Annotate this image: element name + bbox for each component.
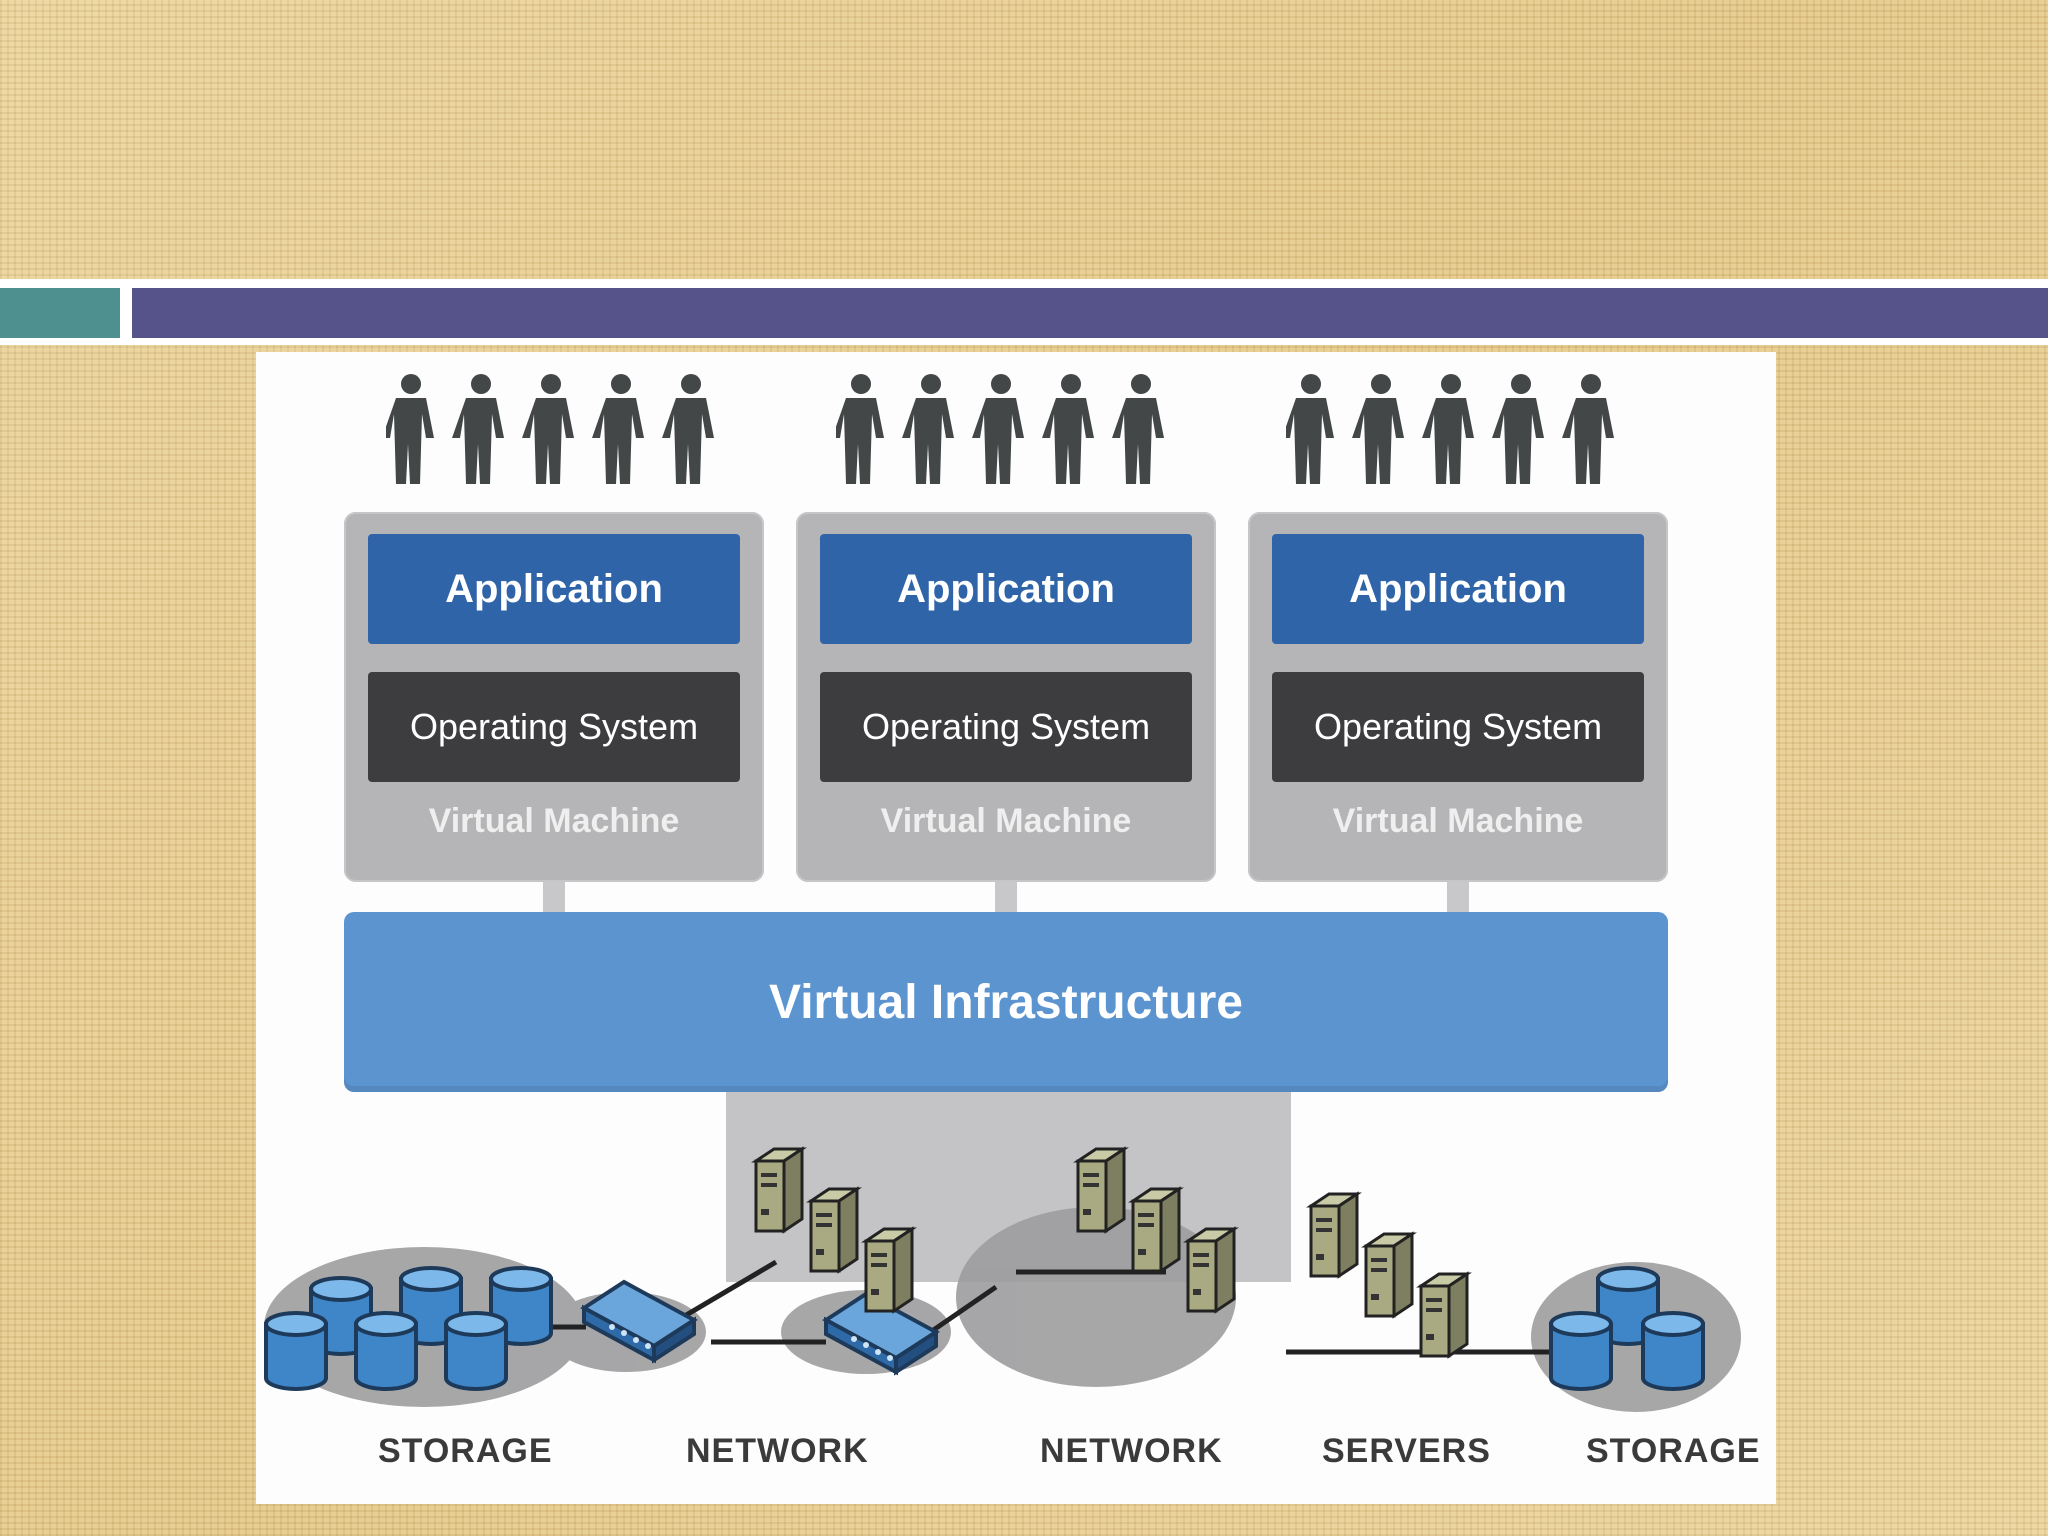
person-icon [452, 374, 504, 484]
operating-system-box: Operating System [820, 672, 1192, 782]
header-bar-purple [132, 288, 2048, 338]
person-icon [1562, 374, 1614, 484]
application-box: Application [368, 534, 740, 644]
virtual-machine-2: Application Operating System Virtual Mac… [796, 512, 1216, 882]
server-tower-icon [1364, 1232, 1414, 1318]
user-group-3 [1286, 374, 1614, 484]
operating-system-box: Operating System [1272, 672, 1644, 782]
server-tower-icon [809, 1187, 859, 1273]
server-tower-icon [1309, 1192, 1359, 1278]
person-icon [662, 374, 714, 484]
storage-label: STORAGE [378, 1432, 553, 1470]
virtual-machine-3: Application Operating System Virtual Mac… [1248, 512, 1668, 882]
virtualization-diagram: Application Operating System Virtual Mac… [256, 352, 1776, 1504]
servers-label: SERVERS [1322, 1432, 1491, 1470]
header-accent-teal [0, 288, 120, 338]
virtual-infrastructure-layer: Virtual Infrastructure [344, 912, 1668, 1092]
server-tower-icon [864, 1227, 914, 1313]
person-icon [836, 374, 884, 484]
application-box: Application [1272, 534, 1644, 644]
vm-connector [995, 882, 1017, 912]
user-group-2 [836, 374, 1164, 484]
user-group-1 [386, 374, 714, 484]
storage-cylinder-icon [1641, 1311, 1705, 1391]
person-icon [1352, 374, 1404, 484]
hardware-layer [264, 1147, 1741, 1412]
vm-connector [1447, 882, 1469, 912]
storage-cylinder-icon [264, 1311, 328, 1391]
server-tower-icon [1131, 1187, 1181, 1273]
person-icon [522, 374, 574, 484]
person-icon [1286, 374, 1334, 484]
virtual-machine-label: Virtual Machine [1332, 802, 1584, 840]
virtual-machine-label: Virtual Machine [428, 802, 680, 840]
person-icon [1492, 374, 1544, 484]
network-label: NETWORK [1040, 1432, 1223, 1470]
person-icon [386, 374, 434, 484]
person-icon [1422, 374, 1474, 484]
server-tower-icon [1419, 1272, 1469, 1358]
vm-connector [543, 882, 565, 912]
person-icon [1112, 374, 1164, 484]
server-tower-icon [1186, 1227, 1236, 1313]
storage-cylinder-icon [1549, 1311, 1613, 1391]
person-icon [1042, 374, 1094, 484]
virtual-machine-label: Virtual Machine [880, 802, 1132, 840]
application-box: Application [820, 534, 1192, 644]
server-tower-icon [1076, 1147, 1126, 1233]
person-icon [592, 374, 644, 484]
storage-label: STORAGE [1586, 1432, 1761, 1470]
network-label: NETWORK [686, 1432, 869, 1470]
person-icon [972, 374, 1024, 484]
virtual-machine-1: Application Operating System Virtual Mac… [344, 512, 764, 882]
server-tower-icon [754, 1147, 804, 1233]
server-cluster-3 [1309, 1192, 1469, 1358]
operating-system-box: Operating System [368, 672, 740, 782]
storage-cylinder-icon [354, 1311, 418, 1391]
storage-cylinder-icon [444, 1311, 508, 1391]
server-cluster-1 [754, 1147, 914, 1313]
person-icon [902, 374, 954, 484]
